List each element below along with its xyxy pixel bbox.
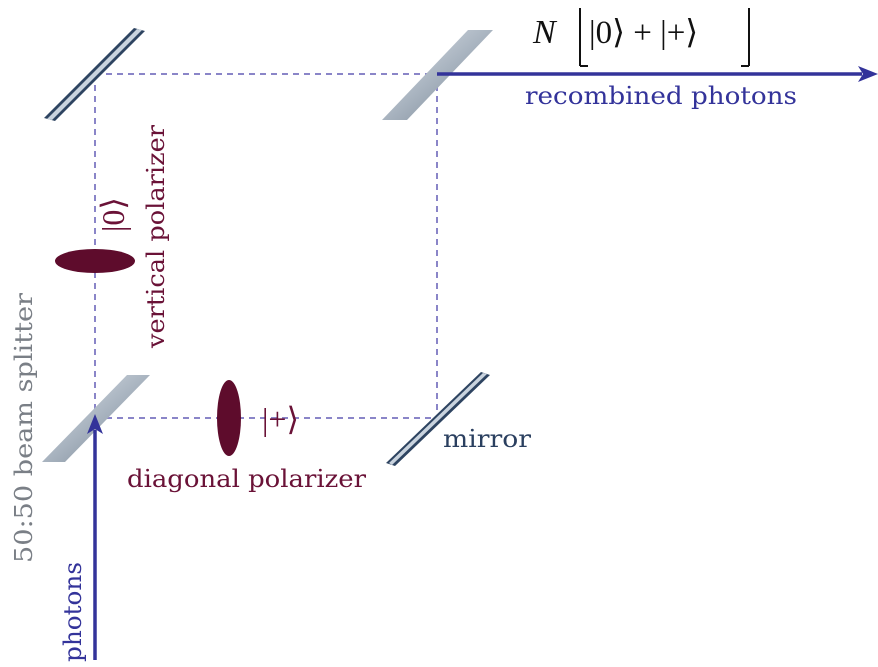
diagonal-polarizer-label: diagonal polarizer: [127, 465, 367, 493]
vertical-polarizer-lens: [55, 249, 135, 273]
diagonal-polarizer-lens: [217, 380, 241, 456]
output-state-n: N: [532, 14, 558, 51]
input-photon-arrow: [87, 414, 103, 660]
mirror-bottom-right: [386, 372, 490, 466]
photons-label: photons: [59, 562, 87, 662]
output-state-label: N |0⟩ + |+⟩: [532, 8, 750, 67]
diagonal-state-label: |+⟩: [262, 401, 299, 437]
vertical-polarizer-label: vertical polarizer: [142, 124, 170, 349]
output-state-inner: |0⟩ + |+⟩: [589, 15, 698, 51]
mirror-label: mirror: [443, 425, 532, 453]
vertical-state-label: |0⟩: [95, 197, 131, 232]
recombined-photons-label: recombined photons: [525, 82, 797, 110]
beam-splitter-label: 50:50 beam splitter: [10, 292, 38, 563]
mirror-top-left: [44, 28, 145, 121]
output-photon-arrow: [437, 66, 878, 82]
optical-paths: [94, 73, 438, 419]
